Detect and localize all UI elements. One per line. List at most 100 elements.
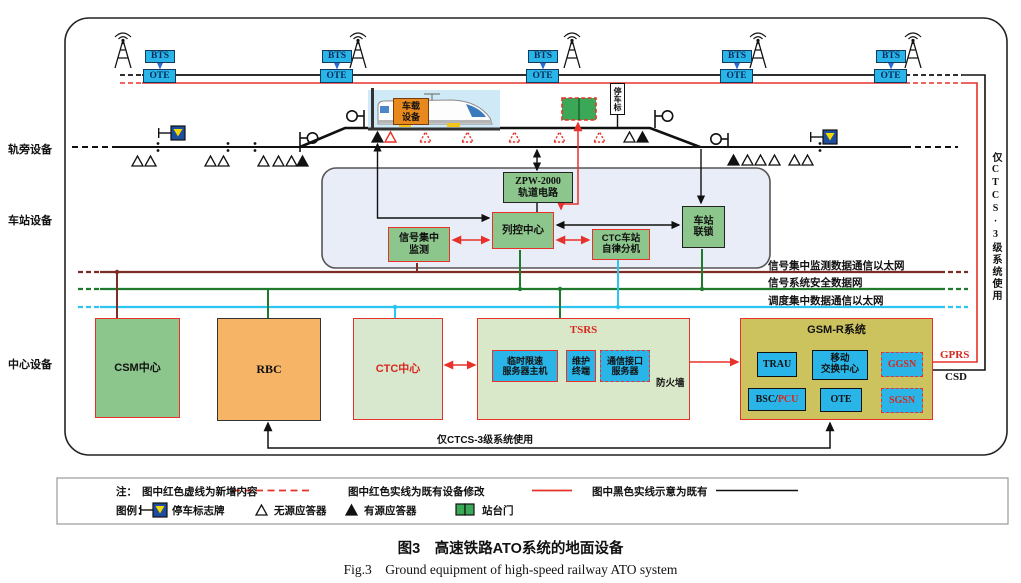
antenna-icon xyxy=(563,32,581,69)
network-lines xyxy=(78,249,968,318)
antenna-icon xyxy=(904,32,922,69)
comm-interface-label: 服务器 xyxy=(611,366,639,376)
sgsn-box: SGSN xyxy=(881,388,923,413)
legend-note-label: 注： xyxy=(116,486,137,498)
bsc-label: BSC/ xyxy=(755,393,778,405)
station-interlocking-label: 联锁 xyxy=(693,227,714,238)
radio-backbone-lines xyxy=(120,74,986,371)
ote-box: OTE xyxy=(526,69,559,83)
bts-box: BTS xyxy=(876,50,906,63)
bts-box: BTS xyxy=(528,50,558,63)
trau-box: TRAU xyxy=(757,352,797,377)
legend-note2: 图中红色实线为既有设备修改 xyxy=(348,486,485,498)
station-connections xyxy=(373,121,706,245)
figure-caption-zh: 图3 高速铁路ATO系统的地面设备 xyxy=(397,541,624,557)
maintenance-terminal-label: 维护 xyxy=(571,355,590,366)
signal-monitoring-label: 信号集中 xyxy=(399,233,439,244)
safety-data-net-label: 信号系统安全数据网 xyxy=(768,277,863,289)
gsmr-ote-label: OTE xyxy=(830,394,852,406)
train-image xyxy=(368,88,500,131)
stop-sign-label: 停车标 xyxy=(613,87,623,111)
signal-monitoring-box: 信号集中 监测 xyxy=(388,227,450,262)
antenna-icon xyxy=(749,32,767,69)
ggsn-box: GGSN xyxy=(881,352,923,377)
temp-speed-limit-label: 临时限速 xyxy=(506,355,543,366)
bts-to-ote-arrows xyxy=(156,61,895,70)
row-label-trackside: 轨旁设备 xyxy=(8,144,52,156)
maintenance-terminal-label: 终端 xyxy=(571,366,590,376)
ctcs3-bottom-note: 仅CTCS-3级系统使用 xyxy=(437,435,534,446)
row-label-station: 车站设备 xyxy=(8,215,52,227)
signal-icons xyxy=(299,110,729,152)
sgsn-label: SGSN xyxy=(888,394,916,406)
diagram-border xyxy=(64,17,1008,456)
zpw-label: ZPW-2000 xyxy=(515,176,561,187)
onboard-label: 车载 xyxy=(401,101,420,112)
bts-box: BTS xyxy=(145,50,175,63)
row-label-center: 中心设备 xyxy=(8,359,52,371)
gsmr-ote-box: OTE xyxy=(820,388,862,412)
signal-icon xyxy=(299,132,319,152)
zpw-label: 轨道电路 xyxy=(518,187,558,199)
bsc-pcu-box: BSC/PCU xyxy=(748,388,806,411)
signal-icon xyxy=(709,133,729,147)
platform-door-icon xyxy=(561,97,597,121)
firewall-label: 防火墙 xyxy=(656,378,685,389)
train-control-label: 列控中心 xyxy=(502,224,544,237)
zpw2000-track-circuit-box: ZPW-2000 轨道电路 xyxy=(503,172,573,203)
onboard-equipment-box: 车载 设备 xyxy=(393,98,429,125)
ctc-station-unit-box: CTC车站 自律分机 xyxy=(592,229,650,260)
antenna-icon xyxy=(114,32,132,69)
legend-box xyxy=(56,477,1009,525)
bts-label: BTS xyxy=(151,51,169,62)
bts-label: BTS xyxy=(882,51,900,62)
csd-label: CSD xyxy=(945,371,968,383)
monitor-ethernet-label: 信号集中监测数据通信以太网 xyxy=(768,260,905,272)
ote-box: OTE xyxy=(320,69,353,83)
signal-icon xyxy=(654,110,674,128)
stop-sign-board: 停车标 xyxy=(610,83,625,115)
ote-label: OTE xyxy=(326,70,347,81)
legend-note1: 图中红色虚线为新增内容 xyxy=(142,486,258,498)
ctc-station-unit-label: 自律分机 xyxy=(601,243,640,255)
ctc-center-box: CTC中心 xyxy=(353,318,443,420)
ote-label: OTE xyxy=(149,70,170,81)
bts-label: BTS xyxy=(728,51,746,62)
ggsn-label: GGSN xyxy=(887,358,917,370)
ctcs3-right-note: 仅CTCS·3级系统使用 xyxy=(990,152,1001,302)
stop-marker-sign-icon xyxy=(809,129,838,145)
signal-monitoring-label: 监测 xyxy=(409,244,429,256)
ote-box: OTE xyxy=(720,69,753,83)
ote-box: OTE xyxy=(874,69,907,83)
station-interlocking-label: 车站 xyxy=(693,215,714,227)
dispatch-ethernet-label: 调度集中数据通信以太网 xyxy=(768,295,884,307)
pcu-label: PCU xyxy=(777,393,799,405)
onboard-label: 设备 xyxy=(401,111,420,122)
ote-label: OTE xyxy=(880,70,901,81)
bts-box: BTS xyxy=(322,50,352,63)
temp-speed-limit-server-box: 临时限速 服务器主机 xyxy=(492,350,558,382)
comm-interface-server-box: 通信接口 服务器 xyxy=(600,350,650,382)
legend-item-stop: 停车标志牌 xyxy=(172,505,225,517)
legend-item-passive: 无源应答器 xyxy=(274,505,327,517)
trau-label: TRAU xyxy=(762,358,792,370)
ote-box: OTE xyxy=(143,69,176,83)
bts-label: BTS xyxy=(328,51,346,62)
legend-note3: 图中黑色实线示意为既有 xyxy=(592,486,708,498)
ctc-station-unit-label: CTC车站 xyxy=(601,232,641,244)
antenna-icons xyxy=(114,32,922,69)
ote-label: OTE xyxy=(532,70,553,81)
legend-label: 图例： xyxy=(116,505,148,517)
stop-marker-sign-icon xyxy=(157,125,186,141)
antenna-icon xyxy=(349,32,367,69)
tsrs-title: TSRS xyxy=(569,324,598,336)
msc-label: 交换中心 xyxy=(820,364,859,375)
rbc-box: RBC xyxy=(217,318,321,421)
gsmr-title: GSM-R系统 xyxy=(807,324,866,336)
legend-platform-door-icon xyxy=(455,503,475,516)
mobile-switching-center-box: 移动 交换中心 xyxy=(812,350,868,380)
bts-box: BTS xyxy=(722,50,752,63)
msc-label: 移动 xyxy=(830,353,850,365)
comm-interface-label: 通信接口 xyxy=(606,355,643,366)
